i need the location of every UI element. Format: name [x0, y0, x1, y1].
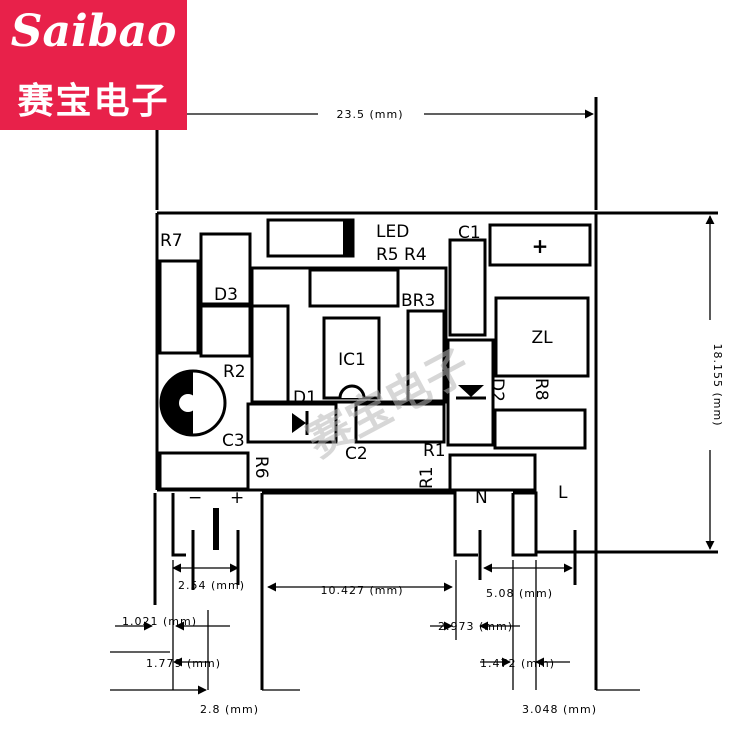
dim-1-779: 1.779 (mm): [146, 657, 221, 670]
height-label: 18.155 (mm): [711, 344, 724, 427]
label-r8: R8: [531, 378, 551, 401]
label-d3: D3: [214, 285, 238, 305]
dim-2-54: 2.54 (mm): [178, 579, 245, 592]
dim-2-8: 2.8 (mm): [200, 703, 259, 716]
c3-pad: [246, 402, 338, 444]
dim-5-08: 5.08 (mm): [486, 587, 553, 600]
label-l: L: [558, 483, 568, 503]
dim-10-427: 10.427 (mm): [321, 584, 404, 597]
d3-pad-2: [199, 304, 252, 358]
ic1-notch: [338, 384, 366, 399]
pin-n: [511, 491, 538, 557]
d2-diode-symbol: [456, 385, 486, 400]
d2-pad: [446, 338, 495, 447]
logo-chinese-name: 赛宝电子: [17, 81, 170, 122]
label-ic1: IC1: [338, 350, 366, 370]
label-br3: BR3: [401, 291, 435, 311]
width-label: 23.5 (mm): [336, 108, 403, 121]
label-r6: R6: [251, 456, 271, 479]
pins: [153, 491, 598, 690]
plus-pad: [488, 223, 592, 267]
label-minus: −: [188, 488, 202, 508]
label-n: N: [475, 488, 488, 508]
c2-pad: [354, 402, 446, 444]
label-r1-left: R1: [417, 466, 437, 489]
height-dimension: [596, 211, 718, 554]
r7-pad: [158, 259, 200, 355]
pcb-components: [158, 218, 592, 492]
dim-1-472: 1.472 (mm): [480, 657, 555, 670]
r8-pad: [493, 408, 587, 450]
pcb-outline: [157, 211, 598, 554]
logo-brand-name: Saibao: [10, 6, 177, 57]
pin-minus: [153, 493, 186, 605]
led-marker: [343, 221, 352, 255]
label-plus: +: [532, 234, 549, 258]
r1-pad: [448, 453, 537, 492]
r5-r4-pad: [308, 268, 400, 308]
dim-3-048: 3.048 (mm): [522, 703, 597, 716]
r2-pad: [250, 304, 290, 404]
br3-pad: [406, 309, 446, 403]
label-c2: C2: [345, 444, 368, 464]
label-r5-r4: R5 R4: [376, 245, 427, 265]
c1-pad: [448, 238, 487, 337]
bottom-dimension-lines: [110, 560, 640, 695]
label-zl: ZL: [531, 328, 553, 348]
label-d2: D2: [487, 378, 507, 402]
label-c3: C3: [222, 431, 245, 451]
led-pad: [266, 218, 355, 258]
label-d1: D1: [293, 388, 317, 408]
brand-logo: Saibao 赛宝电子: [0, 0, 187, 130]
label-c1: C1: [458, 223, 481, 243]
label-plus-pin: +: [230, 488, 244, 508]
label-r1-right: R1: [423, 441, 446, 461]
zl-pad: [494, 296, 590, 378]
label-r7: R7: [160, 231, 183, 251]
dim-1-021: 1.021 (mm): [122, 615, 197, 628]
pin-block-mid: [260, 491, 478, 690]
d1-diode-symbol: [292, 411, 309, 435]
label-led: LED: [376, 222, 409, 242]
dim-2-973: 2.973 (mm): [438, 620, 513, 633]
d3-pad: [199, 232, 252, 306]
r6-pad: [158, 451, 250, 491]
label-r2: R2: [223, 362, 246, 382]
